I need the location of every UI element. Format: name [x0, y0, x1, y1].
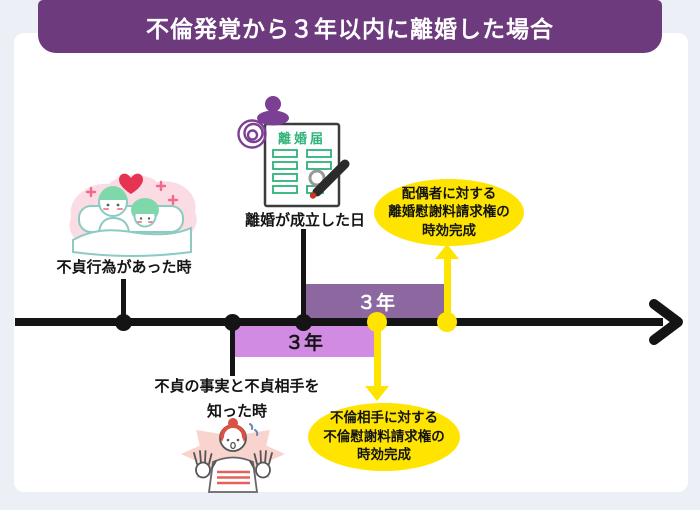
- arrow-down-shaft: [373, 324, 381, 386]
- label-discovery-time: 不貞の事実と不貞相手を 知った時: [154, 378, 320, 420]
- heart-icon: [119, 173, 143, 194]
- stamp-mark-icon: [237, 119, 267, 149]
- couple-in-bed-illustration: [69, 173, 197, 257]
- sweat-drops-icon: [249, 423, 259, 436]
- shirt-stripes: [217, 470, 250, 485]
- arrow-up-shaft: [443, 258, 451, 320]
- deadline-dot-spouse: [437, 312, 457, 332]
- connector-divorce: [300, 229, 306, 318]
- event-dot-discovery: [223, 313, 241, 331]
- title-banner: 不倫発覚から３年以内に離婚した場合: [38, 0, 662, 53]
- timeline-axis: [15, 318, 663, 326]
- pen-icon: [309, 159, 350, 199]
- event-dot-divorce: [294, 313, 312, 331]
- callout-partner: 不倫相手に対する 不倫慰謝料請求権の 時効完成: [308, 403, 460, 471]
- duration-bar-below: ３年: [233, 326, 375, 357]
- arrow-down-icon: [365, 386, 389, 401]
- callout-spouse: 配偶者に対する 離婚慰謝料請求権の 時効完成: [374, 179, 524, 246]
- seal-circle: [308, 169, 326, 187]
- connector-affair: [120, 279, 126, 318]
- divorce-form-title: 離婚届: [278, 131, 326, 146]
- stamp-icon: [257, 96, 289, 126]
- blanket: [72, 226, 192, 257]
- hand: [193, 450, 217, 479]
- shocked-woman-illustration: [181, 418, 285, 493]
- label-divorce-day: 離婚が成立した日: [244, 212, 365, 229]
- deadline-dot-partner: [367, 312, 387, 332]
- connector-discovery: [229, 326, 235, 376]
- pillow: [78, 205, 184, 233]
- timeline-arrowhead-icon: [649, 299, 683, 345]
- label-affair-time: 不貞行為があった時: [56, 259, 192, 276]
- page-title: 不倫発覚から３年以内に離婚した場合: [146, 15, 554, 42]
- divorce-form-illustration: 離婚届: [237, 96, 350, 208]
- arrow-up-icon: [435, 244, 459, 259]
- event-dot-affair: [114, 313, 132, 331]
